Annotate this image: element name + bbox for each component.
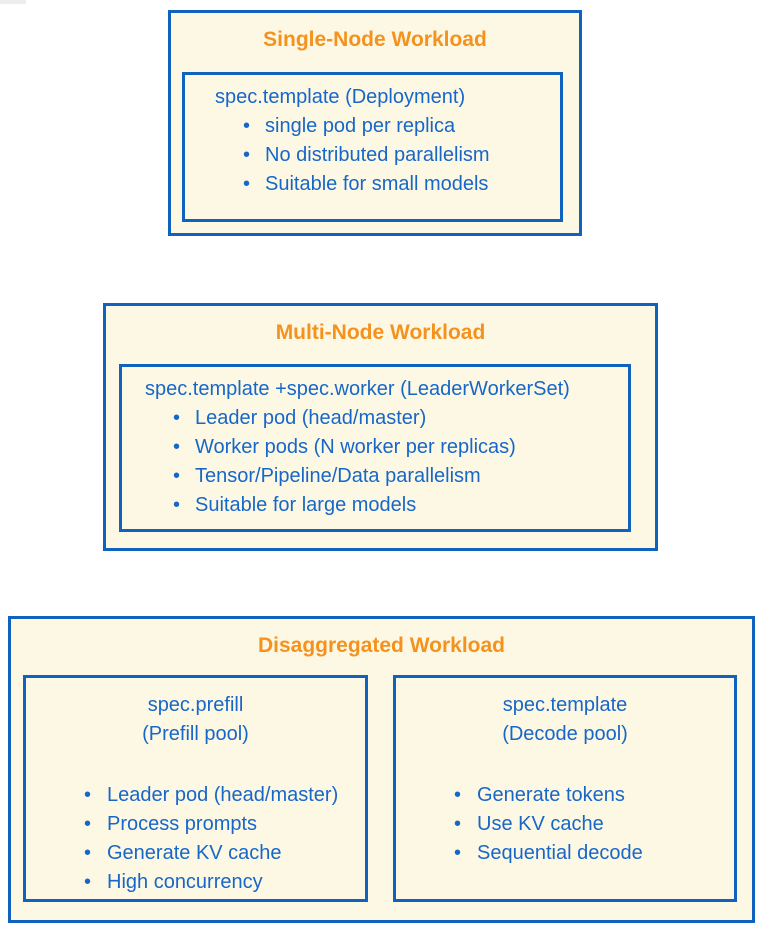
bullet-text: Suitable for large models (195, 494, 417, 516)
bullet-item: • Sequential decode (396, 839, 734, 868)
bullet-item: • Suitable for small models (185, 170, 560, 199)
section-multi-node-workload: Multi-Node Workload spec.template +spec.… (103, 303, 658, 551)
spec-heading-line: (Prefill pool) (142, 723, 249, 745)
section-disaggregated-workload: Disaggregated Workload spec.prefill (Pre… (8, 616, 755, 923)
bullet-text: Generate KV cache (107, 842, 282, 864)
bullet-icon: • (173, 407, 181, 429)
bullet-icon: • (173, 465, 181, 487)
bullet-item: • Use KV cache (396, 810, 734, 839)
spec-heading-line: spec.template (502, 694, 628, 716)
spec-box-deployment: spec.template (Deployment) • single pod … (182, 72, 563, 222)
bullet-icon: • (243, 173, 251, 195)
spec-heading: spec.template +spec.worker (LeaderWorker… (145, 378, 570, 400)
bullet-list: • Generate tokens • Use KV cache • Seque… (396, 781, 734, 868)
bullet-icon: • (454, 813, 462, 835)
bullet-text: Suitable for small models (265, 173, 489, 195)
bullet-item: • Generate KV cache (26, 839, 365, 868)
spec-box-prefill-pool: spec.prefill (Prefill pool) • Leader pod… (23, 675, 368, 902)
bullet-text: Use KV cache (477, 813, 604, 835)
bullet-icon: • (173, 494, 181, 516)
bullet-icon: • (84, 813, 92, 835)
bullet-item: • single pod per replica (185, 112, 560, 141)
section-title: Multi-Node Workload (275, 321, 486, 344)
spec-heading: spec.template (Deployment) (215, 86, 466, 108)
bullet-text: No distributed parallelism (265, 144, 490, 166)
bullet-icon: • (84, 784, 92, 806)
bullet-icon: • (84, 842, 92, 864)
bullet-icon: • (243, 144, 251, 166)
bullet-text: Leader pod (head/master) (195, 407, 427, 429)
bullet-icon: • (173, 436, 181, 458)
spec-heading-line: spec.prefill (147, 694, 244, 716)
screen-corner-artifact (0, 0, 26, 4)
bullet-text: Process prompts (107, 813, 258, 835)
spec-heading-line: (Decode pool) (502, 723, 628, 745)
spec-box-decode-pool: spec.template (Decode pool) • Generate t… (393, 675, 737, 902)
spec-box-leaderworkerset: spec.template +spec.worker (LeaderWorker… (119, 364, 631, 532)
bullet-item: • Suitable for large models (122, 491, 628, 520)
bullet-text: Worker pods (N worker per replicas) (195, 436, 516, 458)
bullet-list: • Leader pod (head/master) • Process pro… (26, 781, 365, 897)
bullet-item: • Worker pods (N worker per replicas) (122, 433, 628, 462)
bullet-text: Generate tokens (477, 784, 625, 806)
bullet-icon: • (84, 871, 92, 893)
section-single-node-workload: Single-Node Workload spec.template (Depl… (168, 10, 582, 236)
bullet-text: High concurrency (107, 871, 263, 893)
bullet-item: • Generate tokens (396, 781, 734, 810)
bullet-text: Sequential decode (477, 842, 643, 864)
bullet-text: Tensor/Pipeline/Data parallelism (195, 465, 481, 487)
bullet-item: • Process prompts (26, 810, 365, 839)
bullet-icon: • (243, 115, 251, 137)
bullet-item: • No distributed parallelism (185, 141, 560, 170)
bullet-item: • High concurrency (26, 868, 365, 897)
bullet-item: • Tensor/Pipeline/Data parallelism (122, 462, 628, 491)
section-title: Disaggregated Workload (258, 634, 505, 657)
section-title: Single-Node Workload (263, 28, 487, 51)
bullet-icon: • (454, 784, 462, 806)
bullet-icon: • (454, 842, 462, 864)
bullet-text: Leader pod (head/master) (107, 784, 339, 806)
bullet-item: • Leader pod (head/master) (122, 404, 628, 433)
bullet-text: single pod per replica (265, 115, 456, 137)
bullet-item: • Leader pod (head/master) (26, 781, 365, 810)
